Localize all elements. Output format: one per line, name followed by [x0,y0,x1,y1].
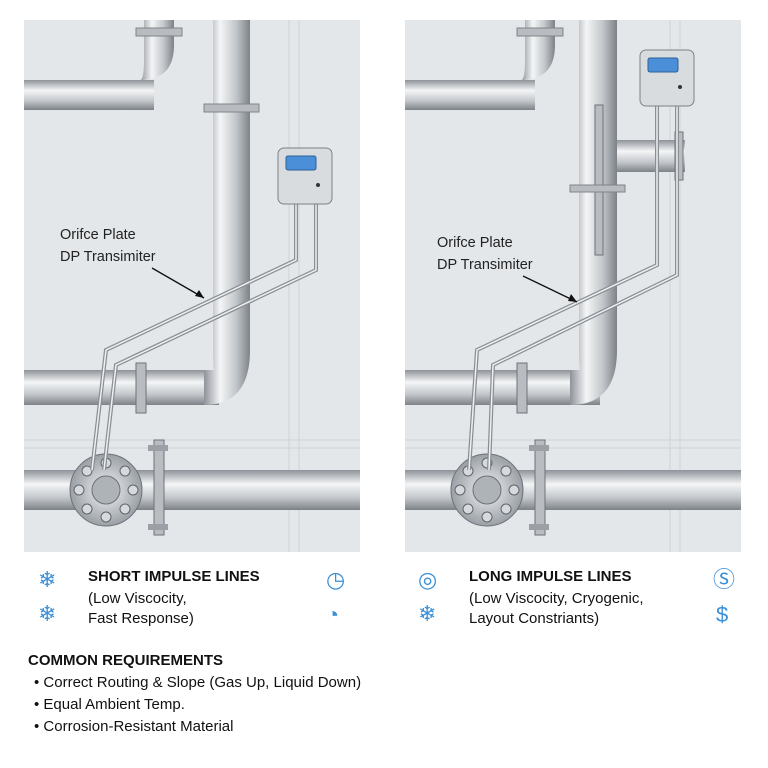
short-lines-panel [23,19,361,553]
transmitter-label: DP Transimiter [60,249,156,265]
orifice-label: Orifce Plate [60,227,136,243]
dollar-icon: $ [716,602,729,627]
clock-icon: ◷ [326,567,346,592]
snowflake-icon: ❄ [38,567,57,592]
snowflake-icon: ❄ [418,601,437,626]
transmitter-label: DP Transimiter [437,257,533,273]
requirement-item: • Equal Ambient Temp. [34,696,185,713]
dollar-icon: Ⓢ [713,567,736,592]
short-lines-desc-1: (Low Viscocity, [88,590,187,607]
short-lines-title: SHORT IMPULSE LINES [88,568,260,585]
short-lines-desc-2: Fast Response) [88,610,194,627]
long-lines-desc-1: (Low Viscocity, Cryogenic, [469,590,644,607]
dp-transmitter [639,49,695,107]
diagram-scene [23,19,742,553]
dp-transmitter [277,147,333,205]
long-lines-desc-2: Layout Constriants) [469,610,600,627]
common-requirements-title: COMMON REQUIREMENTS [28,652,223,669]
clock-icon: ◔ [326,602,340,627]
long-lines-title: LONG IMPULSE LINES [469,568,632,585]
requirement-item: • Correct Routing & Slope (Gas Up, Liqui… [34,674,362,691]
requirement-item: • Corrosion-Resistant Material [34,718,234,735]
long-lines-panel [404,19,742,553]
snowflake-icon: ❄ [38,601,57,626]
target-icon: ◎ [418,567,438,592]
orifice-label: Orifce Plate [437,235,513,251]
